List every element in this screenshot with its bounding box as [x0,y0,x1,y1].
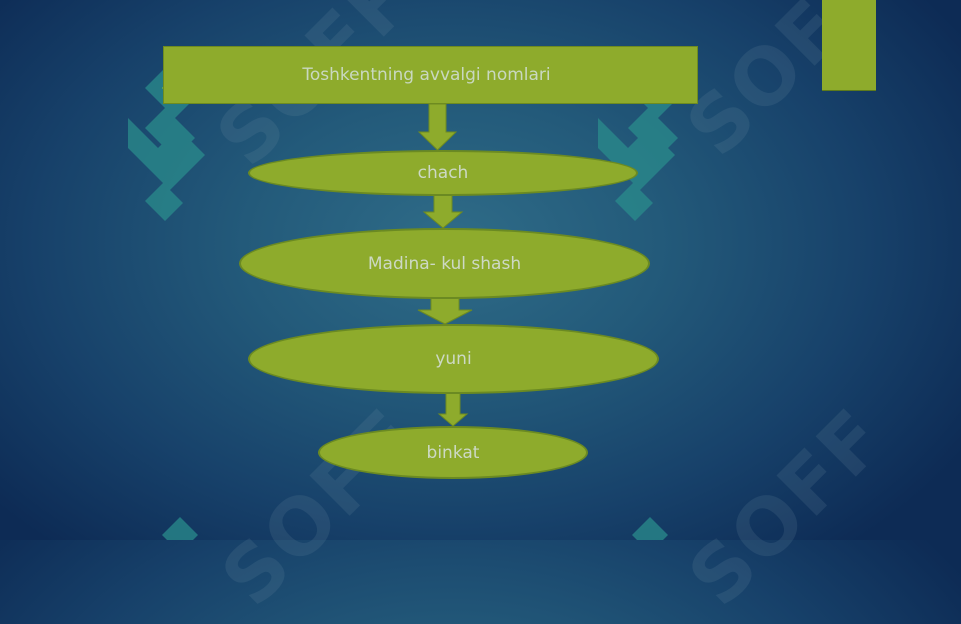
node-label: yuni [435,349,472,369]
title-box: Toshkentning avvalgi nomlari [163,46,698,104]
down-arrow-icon [422,194,464,229]
title-text: Toshkentning avvalgi nomlari [302,65,551,85]
node-oval: chach [248,150,638,196]
arrows-layer [417,103,473,427]
node-oval: yuni [248,324,659,394]
accent-bar [822,0,876,90]
node-oval: Madina- kul shash [239,228,650,299]
node-label: binkat [426,442,480,463]
down-arrow-icon [417,297,473,325]
watermark-logo-icon [162,517,668,540]
node-label: chach [417,163,469,183]
node-label: Madina- kul shash [367,253,522,274]
down-arrow-icon [437,392,469,427]
down-arrow-icon [417,103,458,151]
node-oval: binkat [318,426,588,479]
